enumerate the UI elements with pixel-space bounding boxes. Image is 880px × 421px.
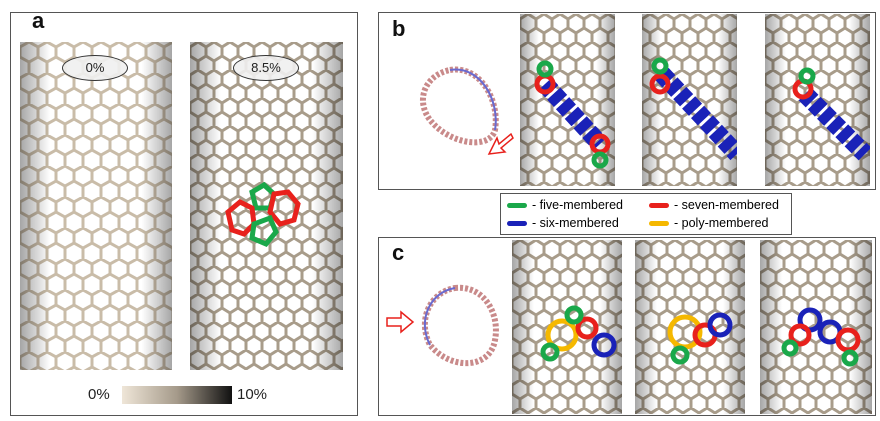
view-arrow-icon [487,132,514,155]
strain-label-0: 0% [62,55,128,81]
panel-a-label: a [32,8,45,33]
strain-label-1: 8.5% [233,55,299,81]
cross-section-c [421,284,499,367]
cross-section-b [419,66,499,146]
nanotube-c-1 [512,240,622,414]
panel-c-label: c [392,240,405,265]
nanotube-c-3 [760,240,872,414]
legend-label: - six-membered [532,216,619,230]
strain-colorbar [122,386,232,404]
panel-b-label: b [392,16,406,41]
seven-swatch [649,202,669,208]
legend-item-five: - five-membered [507,198,623,212]
five-swatch [507,202,527,208]
legend-item-poly: - poly-membered [649,216,768,230]
six-swatch [507,220,527,226]
nanotube-unstrained [20,42,172,370]
nanotube-strained [190,42,343,370]
legend-label: - poly-membered [674,216,769,230]
nanotube-c-2 [635,240,745,414]
legend-item-six: - six-membered [507,216,619,230]
colorbar-min-label: 0% [88,386,110,403]
legend-label: - five-membered [532,198,623,212]
poly-swatch [649,220,669,226]
nanotube-b-1 [520,14,615,186]
legend-item-seven: - seven-membered [649,198,779,212]
legend: - five-membered - seven-membered - six-m… [500,193,792,235]
nanotube-b-2 [642,14,737,186]
nanotube-b-3 [765,14,870,186]
view-arrow-icon [386,310,415,334]
colorbar-max-label: 10% [237,386,268,403]
legend-label: - seven-membered [674,198,779,212]
